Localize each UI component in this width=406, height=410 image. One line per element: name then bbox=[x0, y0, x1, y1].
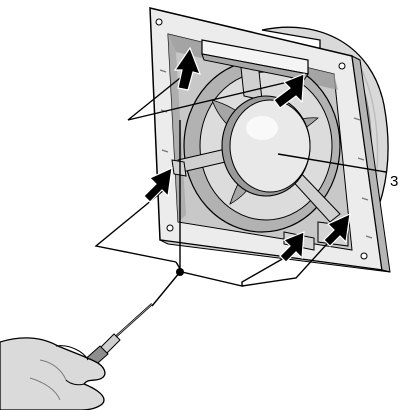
latch-top bbox=[201, 39, 309, 81]
mounting-hole bbox=[360, 252, 368, 260]
hand-icon bbox=[0, 337, 106, 410]
push-arrow-icon bbox=[279, 231, 305, 263]
mounting-hole bbox=[338, 62, 346, 70]
push-arrow-icon bbox=[323, 213, 351, 247]
callout-label-3: 3 bbox=[390, 173, 398, 190]
push-arrow-icon bbox=[143, 167, 173, 203]
motor-hub bbox=[221, 95, 311, 197]
push-arrow-icon bbox=[173, 46, 201, 91]
mounting-hole bbox=[166, 224, 174, 232]
mounting-hole bbox=[155, 18, 163, 26]
leader-junction-dot bbox=[176, 268, 184, 276]
push-arrow-icon bbox=[273, 73, 305, 109]
